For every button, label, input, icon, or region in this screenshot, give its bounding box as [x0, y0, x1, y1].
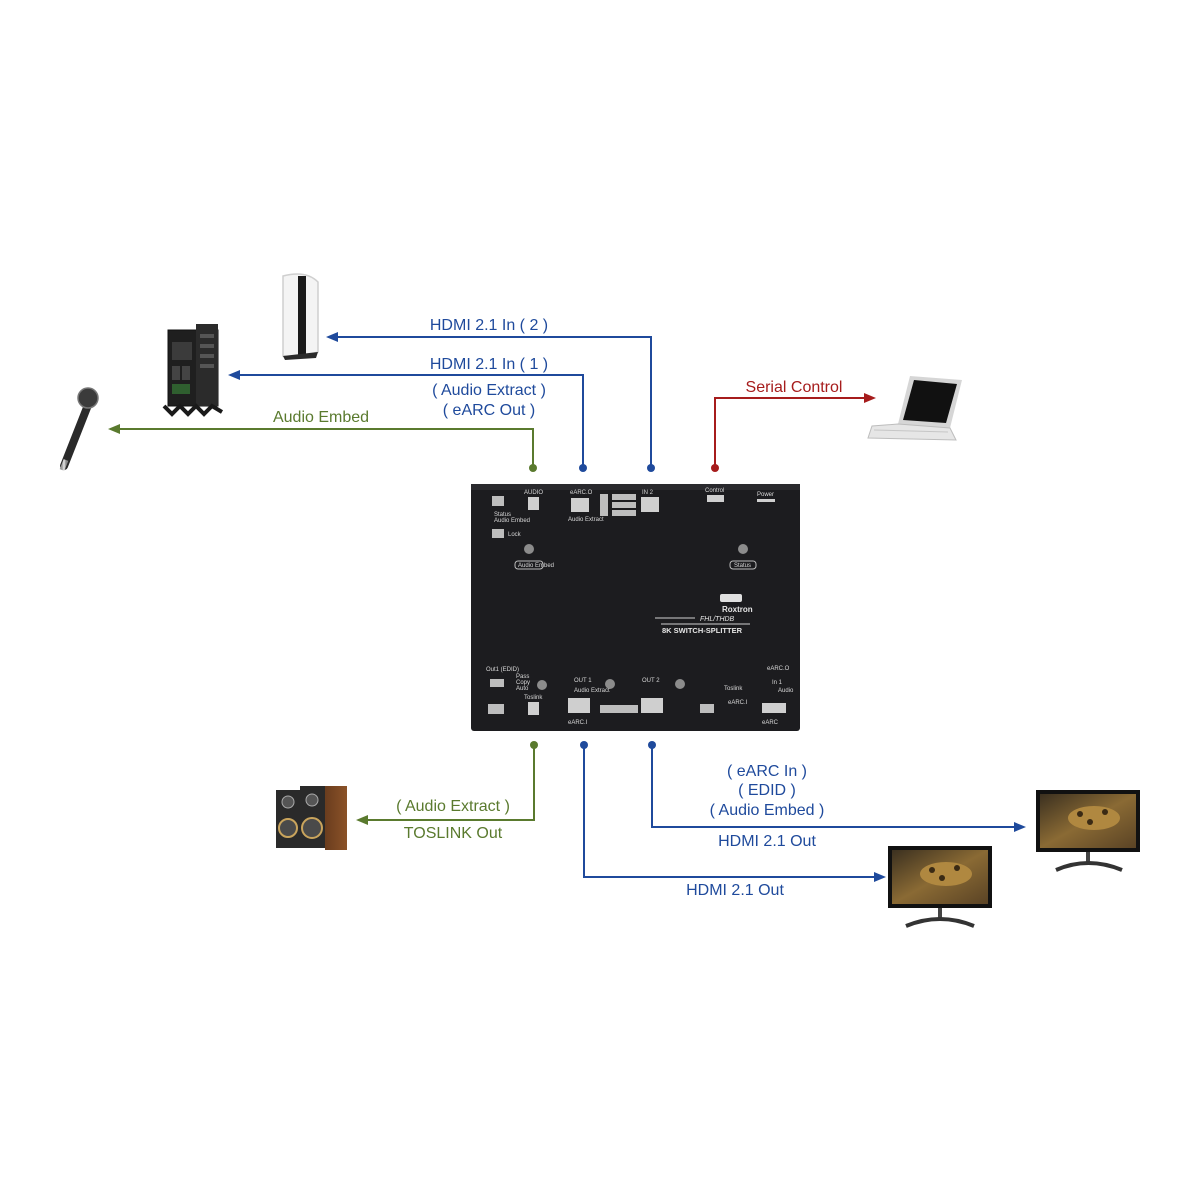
dev-audio-extract-top: Audio Extract: [568, 517, 604, 523]
label-serial-control: Serial Control: [746, 379, 843, 396]
label-edid: ( EDID ): [738, 782, 796, 799]
dev-audio-extract-bot: Audio Extract: [574, 688, 610, 694]
monitor-icon: [888, 846, 992, 928]
label-audio-embed: Audio Embed: [273, 409, 369, 426]
hdmi-out-1-connector: [580, 741, 886, 882]
dev-toslink: Toslink: [524, 695, 543, 701]
audio-embed-connector: [108, 424, 537, 472]
hdmi-out-2-connector: [648, 741, 1026, 832]
game-console-icon: [282, 273, 319, 360]
dev-control: Control: [705, 488, 724, 494]
monitor-icon: [1036, 790, 1140, 872]
microphone-icon: [59, 387, 99, 471]
label-earc-out: ( eARC Out ): [443, 402, 535, 419]
label-hdmi-in-1: HDMI 2.1 In ( 1 ): [430, 356, 548, 373]
dev-pass: Pass: [516, 674, 529, 680]
dev-earc-i: eARC.I: [568, 720, 588, 726]
dev-in-1: In 1: [772, 680, 783, 686]
dev-power: Power: [757, 492, 774, 498]
dev-out-2: OUT 2: [642, 678, 660, 684]
dev-copy: Copy: [516, 680, 530, 686]
label-audio-embed-out: ( Audio Embed ): [710, 802, 825, 819]
dev-auto: Auto: [516, 686, 529, 692]
dev-earc-o-bot: eARC.O: [767, 666, 790, 672]
dev-in-2: IN 2: [642, 490, 654, 496]
dev-status-btn: Status: [734, 563, 751, 569]
hdmi-in-2-connector: [326, 332, 655, 472]
dev-out-1: OUT 1: [574, 678, 592, 684]
label-hdmi-in-2: HDMI 2.1 In ( 2 ): [430, 317, 548, 334]
label-audio-extract-in: ( Audio Extract ): [432, 382, 546, 399]
dev-audio-embed: Audio Embed: [494, 518, 530, 524]
switch-splitter-device: Status Audio Embed Lock AUDIO eARC.O Aud…: [471, 484, 800, 731]
label-hdmi-out-1: HDMI 2.1 Out: [686, 882, 784, 899]
dev-earc-i-r: eARC.I: [728, 700, 748, 706]
dev-audio-embed-btn: Audio Embed: [518, 563, 554, 569]
dev-out1-edid: Out1 (EDID): [486, 667, 519, 673]
dev-model: FHL/THDB: [700, 616, 735, 623]
dev-earc: eARC: [762, 720, 779, 726]
pc-tower-icon: [162, 324, 224, 417]
label-hdmi-out-2: HDMI 2.1 Out: [718, 833, 816, 850]
label-toslink-out: TOSLINK Out: [404, 825, 503, 842]
dev-product: 8K SWITCH-SPLITTER: [662, 626, 743, 635]
dev-lock: Lock: [508, 532, 522, 538]
serial-control-connector: [711, 393, 876, 472]
toslink-out-connector: [356, 741, 538, 825]
label-audio-extract-out: ( Audio Extract ): [396, 798, 510, 815]
dev-status: Status: [494, 512, 511, 518]
dev-earc-o-top: eARC.O: [570, 490, 593, 496]
label-earc-in: ( eARC In ): [727, 763, 807, 780]
dev-audio-bot: Audio: [778, 688, 794, 694]
speakers-icon: [276, 786, 347, 850]
hdmi-in-1-connector: [228, 370, 587, 472]
dev-audio: AUDIO: [524, 490, 543, 496]
dev-toslink-r: Toslink: [724, 686, 743, 692]
dev-brand: Roxtron: [722, 605, 753, 614]
laptop-icon: [867, 376, 962, 441]
